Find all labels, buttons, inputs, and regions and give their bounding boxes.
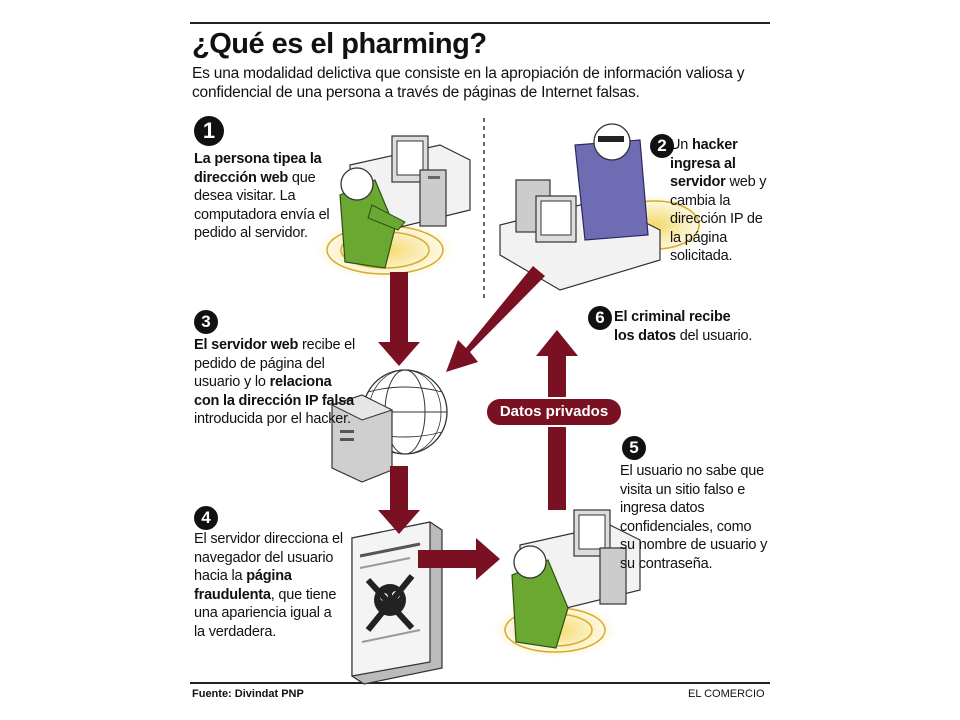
step-6-bold: El criminal recibe los datos [614, 309, 731, 344]
fraudulent-page-icon [351, 521, 443, 685]
step-3-bold: El servidor web [194, 337, 299, 353]
step-4-bold: página fraudulenta [194, 568, 292, 603]
arrow-diagonal-hacker [446, 266, 545, 372]
step-3-number: 3 [194, 310, 218, 334]
datos-privados-badge [485, 397, 623, 427]
step-1-text: La persona tipea la dirección web que de… [194, 150, 334, 243]
step-3-bold2: relaciona con la dirección IP falsa [194, 374, 354, 409]
step-2-pre: Un [670, 137, 692, 153]
step-4-text: El servidor direcciona el navegador del … [194, 530, 346, 641]
page-title: ¿Qué es el pharming? [192, 28, 487, 60]
page-subtitle: Es una modalidad delictiva que consiste … [192, 65, 745, 101]
hacker-workstation-icon [499, 123, 710, 291]
user-workstation-icon [315, 135, 471, 280]
arrow-down-3 [378, 466, 420, 534]
step-2-rest: web y cambia la dirección IP de la págin… [670, 174, 767, 264]
step-1-bold: La persona tipea la dirección web [194, 151, 322, 186]
step-5-number: 5 [622, 436, 646, 460]
step-2-bold: hacker ingresa al servidor [670, 137, 738, 190]
step-4-number: 4 [194, 506, 218, 530]
step-4-rest: , que tiene una apariencia igual a la ve… [194, 586, 337, 640]
step-3-text: El servidor web recibe el pedido de pági… [194, 336, 356, 429]
top-rule [190, 22, 770, 24]
footer-credit: EL COMERCIO [688, 688, 765, 700]
step-5-rest: El usuario no sabe que visita un sitio f… [620, 463, 768, 572]
step-3-rest: introducida por el hacker. [194, 411, 351, 427]
step-6-text: El criminal recibe los datos del usuario… [614, 308, 754, 345]
step-4-pre: El servidor direcciona el navegador del … [194, 531, 343, 584]
datos-privados-label: Datos privados [499, 403, 609, 420]
bottom-rule [190, 682, 770, 684]
server-globe-icon [330, 369, 448, 483]
step-2-number: 2 [650, 134, 674, 158]
victim-workstation-icon [493, 509, 641, 658]
step-6-number: 6 [588, 306, 612, 330]
footer-source: Fuente: Divindat PNP [192, 688, 304, 700]
step-5-text: El usuario no sabe que visita un sitio f… [620, 462, 770, 573]
step-1-number: 1 [194, 116, 224, 146]
step-6-rest: del usuario. [675, 327, 753, 344]
step-3-mid: recibe el pedido de página del usuario y… [194, 337, 356, 390]
arrow-down-1 [378, 272, 420, 366]
arrow-right-4 [418, 538, 500, 580]
step-1-rest: que desea visitar. La computadora envía … [194, 169, 330, 242]
step-2-text: Un hacker ingresa al servidor web y camb… [670, 136, 770, 266]
